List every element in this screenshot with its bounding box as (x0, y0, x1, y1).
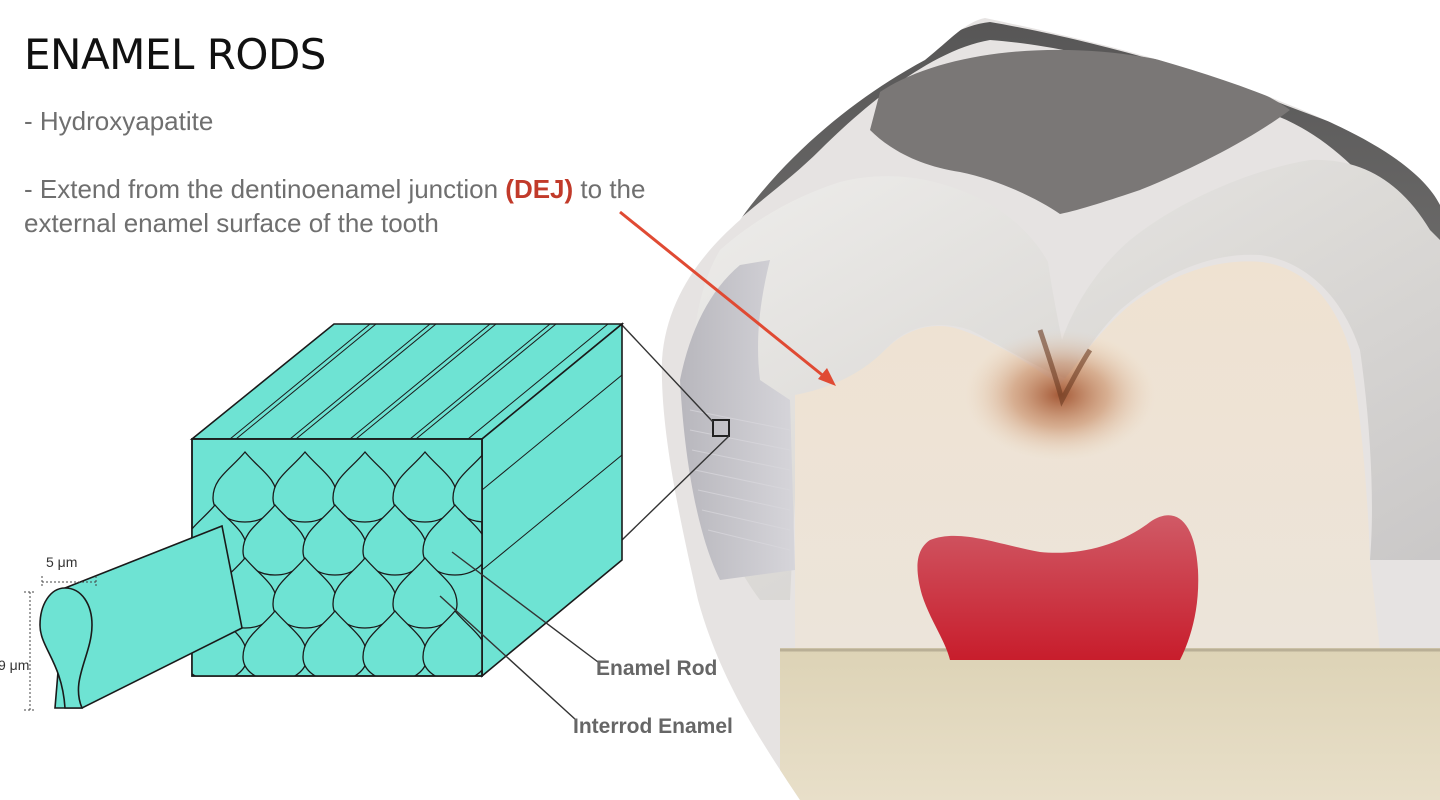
slide-title: ENAMEL RODS (24, 30, 326, 79)
bullet-hydroxyapatite: - Hydroxyapatite (24, 106, 214, 136)
bullet-dej-extent: - Extend from the dentinoenamel junction… (24, 172, 744, 240)
label-leader-lines (439, 551, 599, 721)
rod-cross-sections (192, 450, 482, 676)
dej-arrow (619, 210, 836, 386)
tooth-section-photo (661, 18, 1440, 800)
single-enamel-rod (24, 524, 243, 711)
side-face-rod-lines (481, 374, 623, 571)
bullet-dej-text-before: - Extend from the dentinoenamel junction (24, 174, 506, 204)
rod-height-label: 9 μm (0, 657, 30, 673)
enamel-rod-label: Enamel Rod (596, 657, 718, 680)
interrod-enamel-label: Interrod Enamel (573, 715, 733, 738)
top-face-rod-lines (229, 323, 609, 440)
bullet-dej-text-after: to the external enamel surface of the to… (24, 174, 646, 238)
lesion-highlight (917, 515, 1199, 660)
enamel-rod-block (189, 322, 625, 678)
rod-width-label: 5 μm (46, 554, 78, 570)
dej-highlight: (DEJ) (505, 174, 574, 204)
